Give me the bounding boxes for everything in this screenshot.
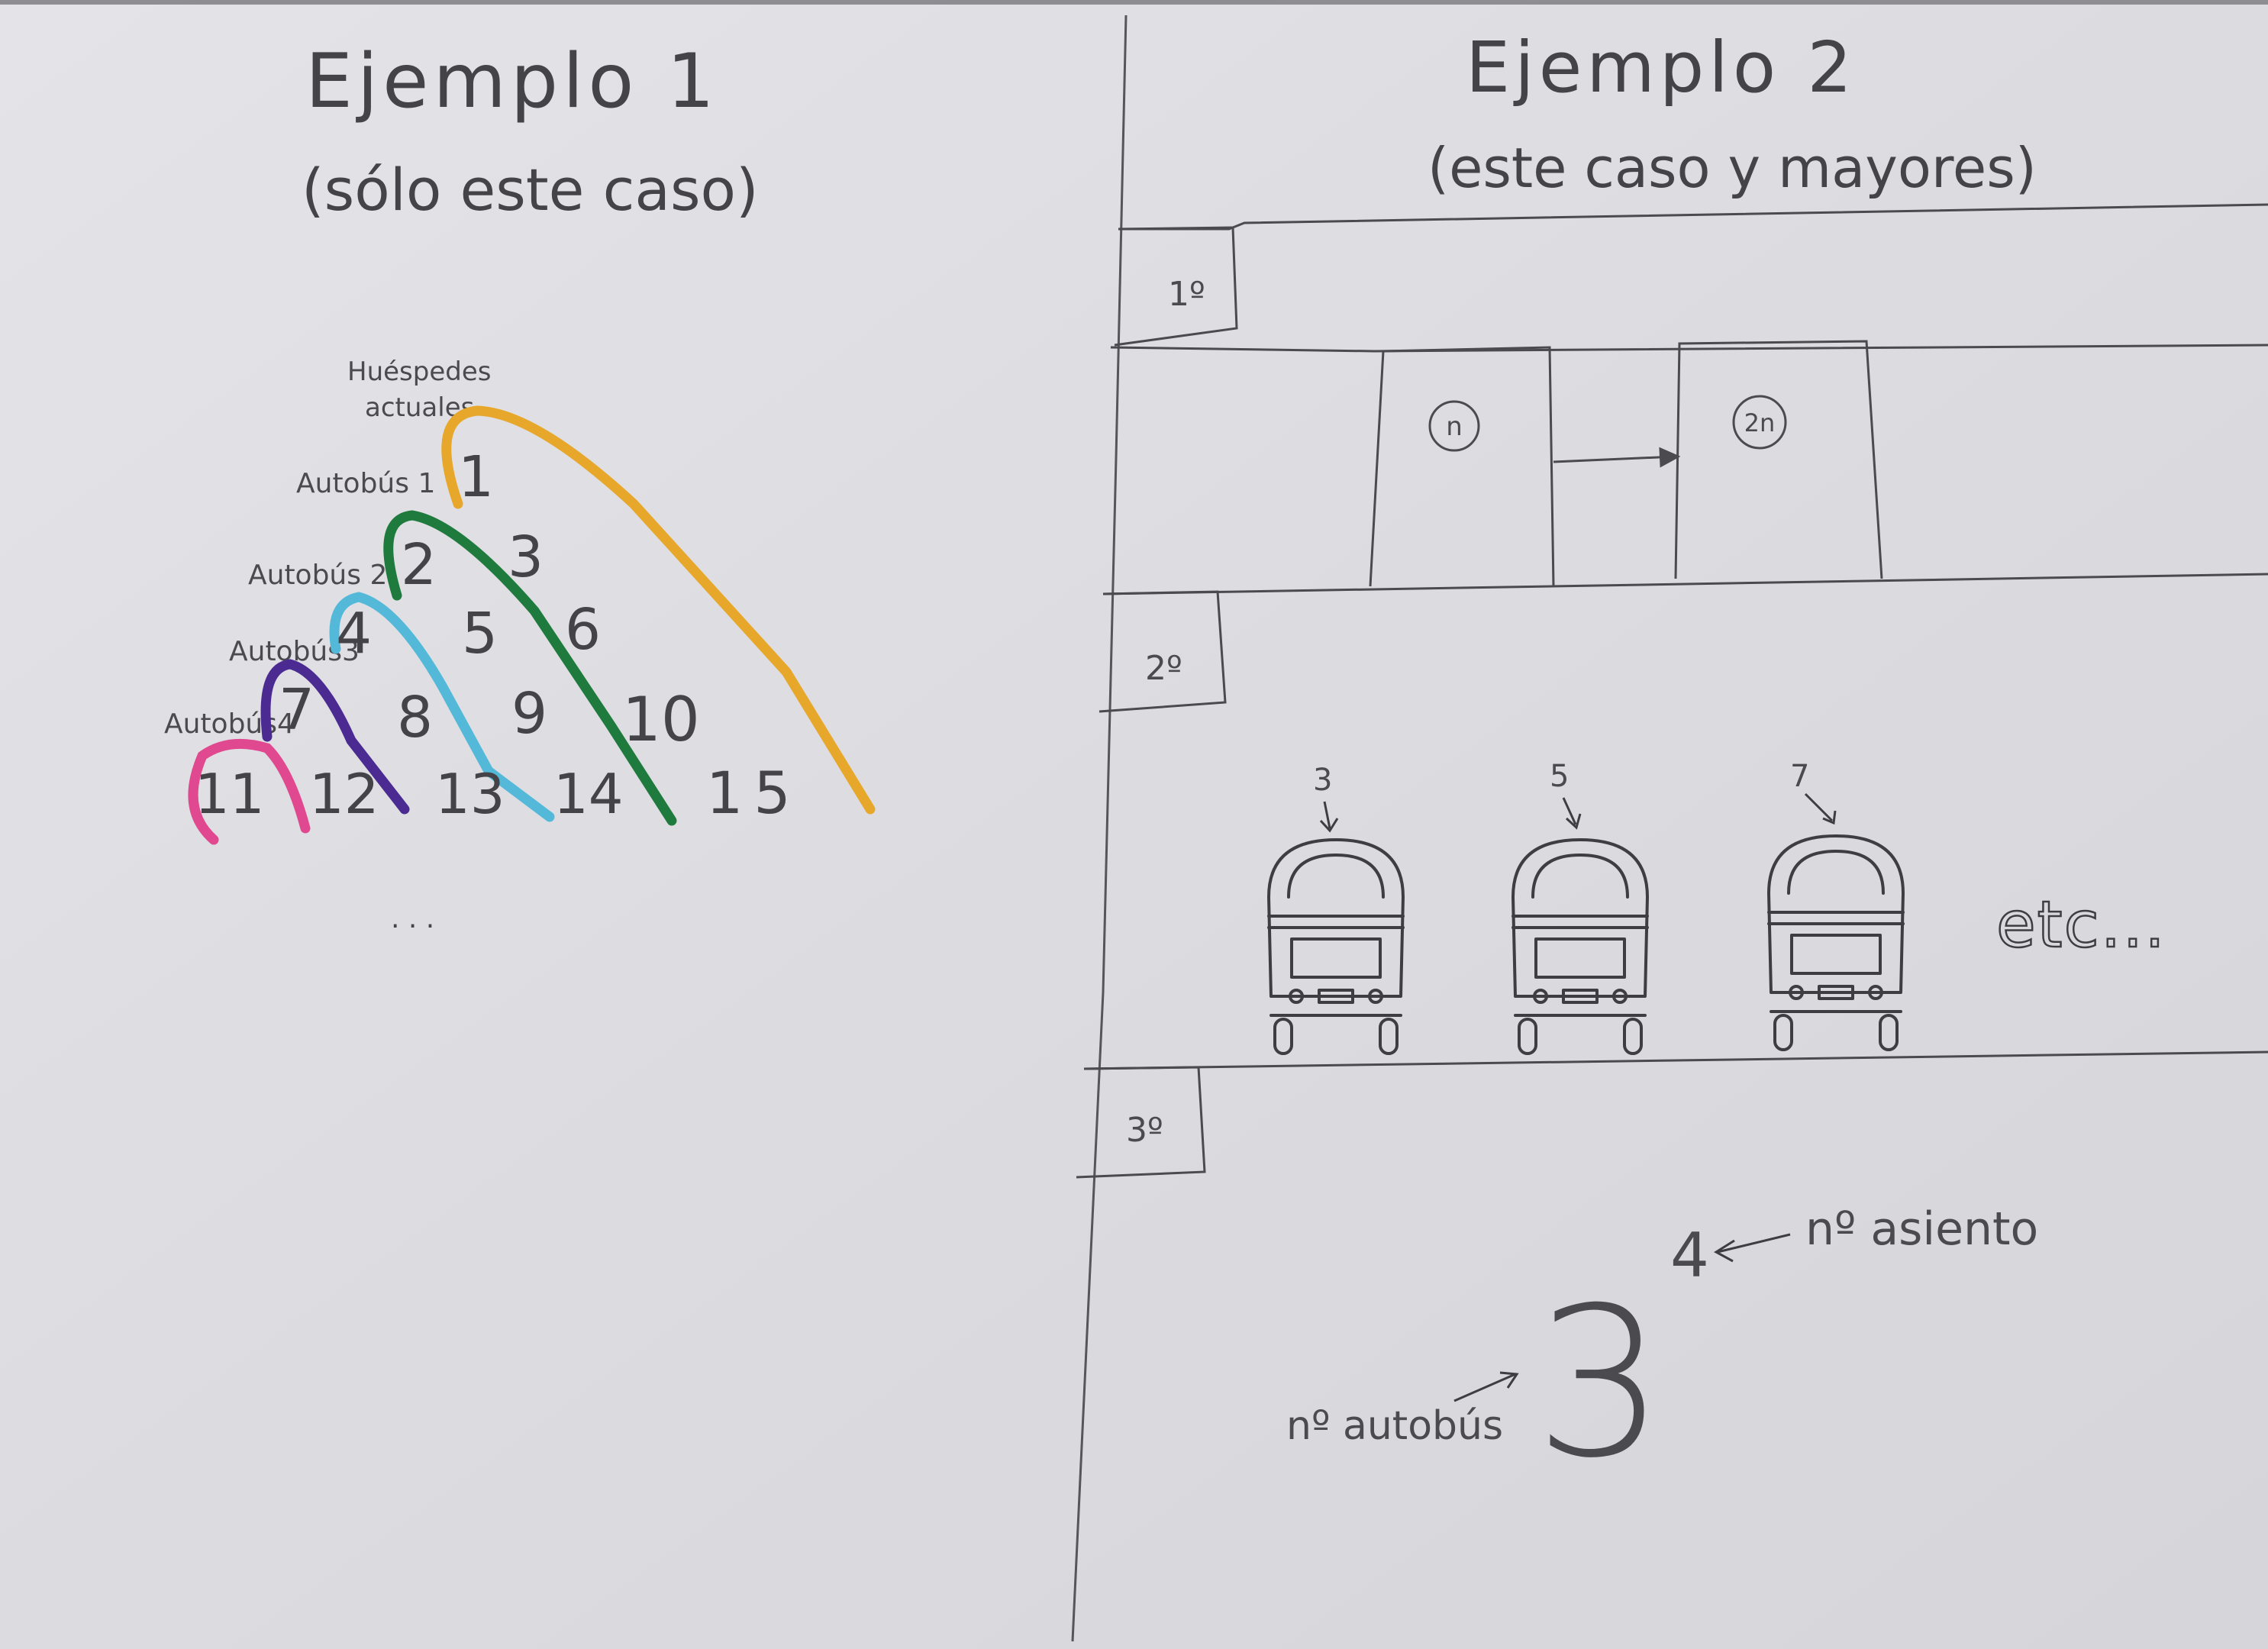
arc-bus-3 [260, 659, 410, 815]
exponent-arrow [1714, 1233, 1791, 1263]
base-label: nº autobús [1286, 1403, 1503, 1449]
guest-number: 11 [195, 762, 265, 826]
bus-2: 5 [1511, 759, 1649, 1055]
bus-3: 7 [1767, 759, 1905, 1051]
bus-number-label: 7 [1790, 759, 1809, 794]
ellipsis: . . . [391, 903, 434, 934]
power-exponent: 4 [1670, 1220, 1709, 1291]
base-arrow [1453, 1371, 1519, 1402]
bus-arrow [1562, 797, 1582, 830]
guest-number: 6 [565, 597, 601, 663]
bus-label-2: Autobús 2 [248, 560, 387, 591]
guest-number: 12 [309, 762, 379, 826]
floor-label-2: 2º [1145, 649, 1182, 688]
bus-arrow [1319, 801, 1339, 833]
example-1-subtitle: (sólo este caso) [302, 156, 759, 224]
room-2n-door [1674, 340, 1883, 579]
example-1-title: Ejemplo 1 [305, 38, 719, 125]
guest-number: 7 [279, 677, 315, 743]
room-n-label: n [1446, 411, 1463, 442]
example-1-panel: Ejemplo 1 (sólo este caso) Huéspedes act… [164, 38, 876, 934]
number-triangle: 1 2 3 4 5 6 7 8 9 10 11 12 13 14 15 [195, 444, 802, 827]
guest-number: 4 [336, 601, 372, 666]
guest-number: 8 [397, 685, 433, 750]
example-2-subtitle: (este caso y mayores) [1428, 136, 2037, 200]
guest-number: 15 [706, 759, 802, 827]
room-n-marker [1428, 400, 1480, 452]
room-move-arrow [1553, 455, 1676, 463]
guest-number: 5 [462, 601, 498, 666]
guest-number: 3 [508, 524, 544, 590]
guests-label: Huéspedes [347, 357, 491, 387]
power-base: 3 [1534, 1263, 1666, 1503]
exponent-label: nº asiento [1805, 1202, 2038, 1256]
guest-number: 9 [511, 681, 547, 747]
center-divider [1071, 15, 1128, 1642]
floor-label-3: 3º [1126, 1111, 1163, 1150]
guest-number: 2 [401, 532, 437, 598]
arc-bus-2 [329, 592, 555, 822]
arc-bus-4 [188, 738, 311, 845]
room-n-door [1369, 346, 1555, 587]
guest-number: 10 [622, 684, 700, 755]
guest-arcs [188, 405, 876, 845]
guest-number: 13 [435, 762, 505, 826]
example-2-title: Ejemplo 2 [1466, 27, 1857, 108]
bus-label-4: Autobús4 [164, 708, 295, 740]
example-2-panel: Ejemplo 2 (este caso y mayores) 1º 2º 3º… [1076, 27, 2268, 1503]
room-doors [1369, 340, 1883, 587]
guest-number: 14 [553, 762, 624, 826]
etc-label: etc... [1996, 887, 2166, 962]
bus-number-label: 5 [1550, 759, 1569, 794]
room-2n-marker [1732, 395, 1787, 450]
arc-bus-1 [383, 510, 677, 826]
room-2n-label: 2n [1744, 408, 1776, 437]
bus-1: 3 [1267, 763, 1405, 1055]
bus-number-label: 3 [1313, 763, 1332, 798]
bus-label-1: Autobús 1 [296, 468, 435, 499]
floor-label-1: 1º [1168, 275, 1205, 314]
bus-arrow [1804, 792, 1837, 825]
guest-number: 1 [458, 444, 494, 510]
hotel-floors [1076, 203, 2268, 1179]
arc-current-guests [441, 405, 876, 815]
